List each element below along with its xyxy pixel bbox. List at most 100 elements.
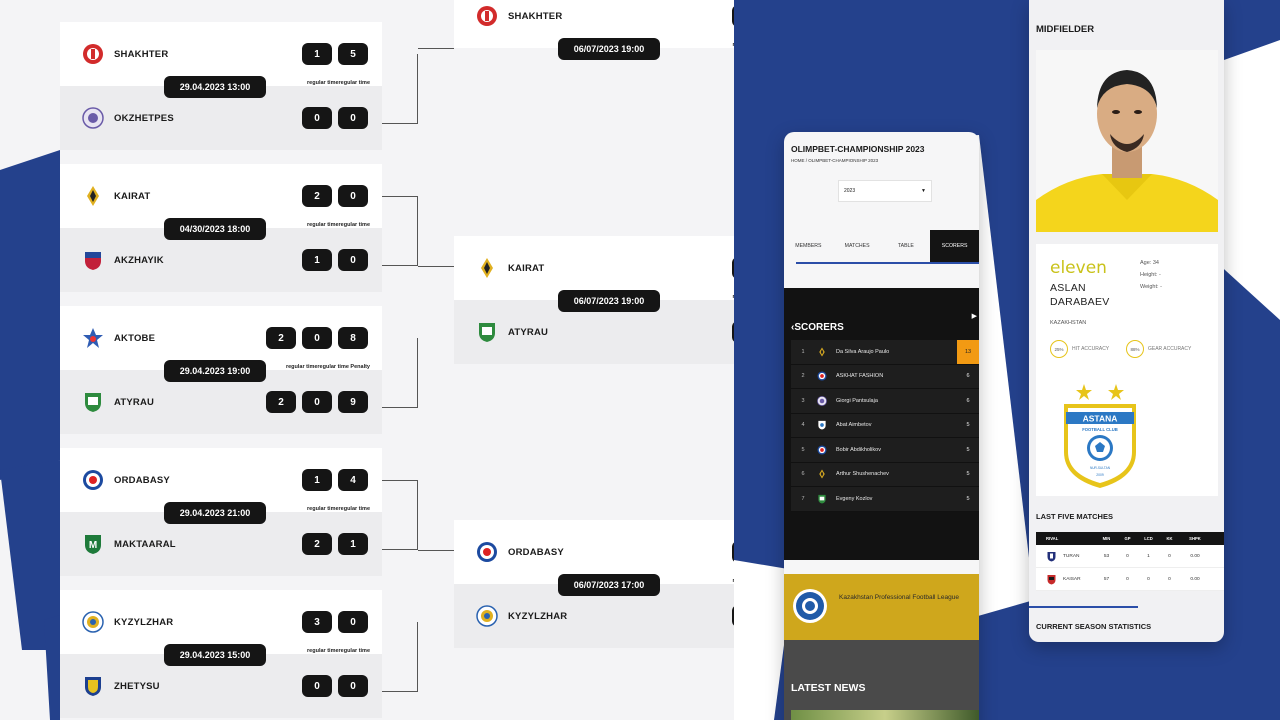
score-box: 1 — [302, 469, 332, 491]
chevron-right-icon[interactable]: ▶ — [971, 313, 977, 320]
team-name: ORDABASY — [114, 474, 170, 486]
okzhetpes-logo-icon — [817, 395, 827, 406]
astana-logo-icon — [817, 420, 827, 430]
player-weight: Weight: - — [1140, 284, 1162, 290]
player-country: KAZAKHSTAN — [1050, 320, 1087, 326]
bracket-connector — [418, 48, 454, 49]
team-row[interactable]: KAIRAT 1 — [454, 236, 734, 300]
akzhayik-logo-icon — [82, 249, 104, 271]
tab-table[interactable]: TABLE — [897, 243, 914, 249]
time-label: regular timeregular time — [307, 648, 370, 654]
breadcrumb[interactable]: HOME / OLIMPBET-CHAMPIONSHIP 2023 — [791, 158, 879, 163]
player-age: Age: 34 — [1140, 260, 1159, 266]
score-group: 1 — [732, 321, 734, 343]
score-box: 0 — [338, 107, 368, 129]
cell-kk: 0 — [1168, 553, 1171, 559]
ordabasy-logo-icon — [817, 445, 827, 455]
current-season-heading: CURRENT SEASON STATISTICS — [1036, 622, 1152, 631]
score-box: 3 — [302, 611, 332, 633]
score-box: 0 — [732, 605, 734, 627]
kaisar-logo-icon — [1046, 574, 1057, 585]
okzhetpes-logo-icon — [82, 107, 104, 129]
gear-accuracy-stat: 88% GEAR ACCURACY — [1126, 340, 1191, 358]
score-group: 1 — [732, 257, 734, 279]
chevron-left-icon[interactable]: ‹ — [791, 322, 795, 333]
team-name: KAIRAT — [508, 262, 545, 274]
maktaaral-logo-icon: M — [82, 533, 104, 555]
zhetysu-logo-icon — [82, 675, 104, 697]
season-select[interactable]: 2023 ▼ — [838, 180, 932, 202]
match-date: 06/07/2023 19:00 — [558, 38, 660, 60]
score-group: 2 — [732, 541, 734, 563]
ordabasy-logo-icon — [82, 469, 104, 491]
team-name: OKZHETPES — [114, 112, 174, 124]
team-name: ATYRAU — [114, 396, 155, 408]
match-date: 29.04.2023 15:00 — [164, 644, 266, 666]
scorer-goals: 13 — [957, 340, 979, 364]
player-portrait — [1036, 50, 1218, 232]
shakhter-logo-icon — [82, 43, 104, 65]
cell-min: 53 — [1103, 553, 1110, 559]
team-row[interactable]: ORDABASY2 — [454, 520, 734, 584]
league-banner[interactable]: Kazakhstan Professional Football League — [784, 574, 979, 640]
bracket-connector — [382, 480, 418, 550]
score-box: 2 — [266, 391, 296, 413]
cell-shpk: 0.00 — [1190, 553, 1200, 559]
scorer-rank: 4 — [801, 422, 805, 429]
bracket-connector — [382, 338, 418, 408]
background-shapes — [0, 150, 70, 720]
cell-lcd: 0 — [1147, 576, 1150, 582]
score-box: 0 — [338, 185, 368, 207]
tab-scorers[interactable]: SCORERS — [930, 230, 979, 262]
aktobe-logo-icon — [82, 327, 104, 349]
atyrau-logo-icon — [476, 321, 498, 343]
match-card[interactable]: ORDABASY2KYZYLZHAR006/07/2023 17:00regul… — [454, 520, 734, 648]
hit-accuracy-label: HIT ACCURACY — [1072, 346, 1110, 352]
latest-news-section: LATEST NEWS — [784, 640, 979, 720]
tab-matches[interactable]: MATCHES — [844, 243, 870, 249]
team-name: MAKTAARAL — [114, 538, 176, 550]
scorer-goals: 5 — [966, 446, 970, 453]
team-name: SHAKHTER — [114, 48, 169, 60]
tab-members[interactable]: MEMBERS — [795, 243, 822, 249]
bracket-connector — [418, 550, 454, 551]
crest-city-text: NUR-SULTAN — [1090, 466, 1111, 470]
news-image[interactable] — [791, 710, 979, 720]
team-name: SHAKHTER — [508, 10, 563, 22]
team-name: KAIRAT — [114, 190, 151, 202]
col-gp: GP — [1124, 536, 1131, 541]
bracket-connector — [382, 196, 418, 266]
scorer-rank: 7 — [801, 495, 805, 502]
score-box: 1 — [302, 43, 332, 65]
cell-lcd: 1 — [1147, 553, 1150, 559]
time-label: regular timeregular time — [307, 222, 370, 228]
time-label: regular timeregular time — [307, 80, 370, 86]
scorer-name: Giorgi Pantsulaja — [836, 397, 878, 404]
